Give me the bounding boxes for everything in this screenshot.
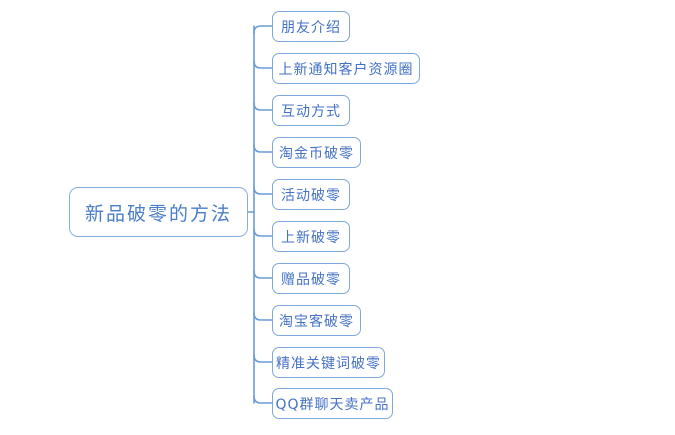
connector-branch-5 bbox=[253, 186, 273, 195]
connector-branch-3 bbox=[253, 102, 273, 111]
connector-branch-8 bbox=[253, 312, 273, 321]
branch-node-4[interactable]: 淘金币破零 bbox=[272, 137, 361, 168]
connector-branch-9 bbox=[253, 354, 273, 363]
branch-node-8[interactable]: 淘宝客破零 bbox=[272, 305, 361, 336]
connector-branch-6 bbox=[253, 228, 273, 237]
branch-node-6[interactable]: 上新破零 bbox=[272, 221, 350, 252]
branch-node-2[interactable]: 上新通知客户资源圈 bbox=[272, 53, 420, 84]
connector-branch-2 bbox=[253, 60, 273, 69]
branch-node-3[interactable]: 互动方式 bbox=[272, 95, 350, 126]
connector-branch-7 bbox=[253, 270, 273, 279]
branch-node-7[interactable]: 赠品破零 bbox=[272, 263, 350, 294]
connector-branch-1 bbox=[253, 25, 273, 34]
branch-node-9[interactable]: 精准关键词破零 bbox=[272, 347, 385, 378]
root-node[interactable]: 新品破零的方法 bbox=[69, 187, 248, 237]
connector-branch-10 bbox=[253, 395, 273, 404]
branch-node-10[interactable]: QQ群聊天卖产品 bbox=[272, 388, 393, 419]
branch-node-1[interactable]: 朋友介绍 bbox=[272, 11, 350, 42]
connector-branch-4 bbox=[253, 144, 273, 153]
branch-node-5[interactable]: 活动破零 bbox=[272, 179, 350, 210]
